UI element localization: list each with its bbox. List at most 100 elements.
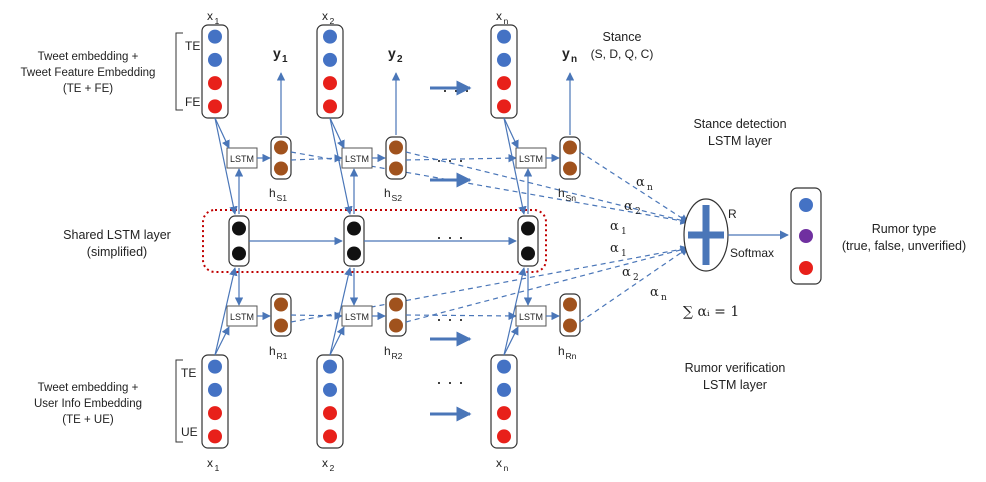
- lstm-label: LSTM: [519, 154, 543, 164]
- svg-text:LSTM layer: LSTM layer: [703, 378, 767, 392]
- input-label-bottom-sub: 1: [214, 463, 219, 473]
- vector-dot: [497, 406, 511, 421]
- ellipsis-shared: · · ·: [436, 227, 464, 247]
- alpha-2-bottom: α: [622, 265, 631, 280]
- alpha-sub: n: [647, 183, 653, 193]
- ue-label: UE: [181, 425, 198, 439]
- svg-text:Rumor verification: Rumor verification: [685, 361, 786, 375]
- rumor-hidden-label: h: [269, 344, 276, 358]
- vector-dot: [497, 382, 511, 397]
- input-to-shared: [503, 117, 527, 215]
- vector-dot: [323, 359, 337, 374]
- input-label-bottom: x: [496, 456, 502, 470]
- input-to-stance-lstm: [503, 117, 519, 149]
- input-to-shared: [329, 117, 353, 215]
- svg-text:User Info Embedding: User Info Embedding: [34, 398, 142, 410]
- stance-hidden-label: h: [269, 186, 276, 200]
- vector-dot: [563, 161, 577, 176]
- svg-text:Tweet Feature Embedding: Tweet Feature Embedding: [21, 67, 156, 79]
- vector-dot: [497, 76, 511, 91]
- attention-arrow-rumor: [405, 245, 689, 323]
- lstm-label: LSTM: [345, 154, 369, 164]
- alpha-sub: 1: [621, 227, 627, 237]
- vector-dot: [563, 297, 577, 312]
- vector-dot: [521, 221, 535, 236]
- stance-hidden-label-sub: S1: [276, 193, 287, 203]
- vector-dot: [323, 382, 337, 397]
- stance-recurrent-arrow: [405, 153, 517, 163]
- vector-dot: [521, 246, 535, 261]
- lstm-label: LSTM: [230, 312, 254, 322]
- lstm-label: LSTM: [230, 154, 254, 164]
- alpha-1-bottom: α: [610, 241, 619, 256]
- rumor-class-dot: [799, 198, 813, 212]
- lstm-label: LSTM: [519, 312, 543, 322]
- alpha-2-top: α: [624, 199, 633, 214]
- output-label-sub: 1: [282, 54, 288, 65]
- rumor-class-dot: [799, 229, 813, 243]
- vector-dot: [208, 52, 222, 67]
- fe-label: FE: [185, 95, 200, 109]
- vector-dot: [497, 359, 511, 374]
- vector-dot: [274, 161, 288, 176]
- vector-dot: [497, 29, 511, 44]
- alpha-sub: 2: [633, 273, 639, 283]
- stance-hidden-label-sub: Sn: [565, 193, 576, 203]
- svg-text:Stance detection: Stance detection: [693, 117, 786, 131]
- input-label-top-sub: 1: [214, 16, 219, 26]
- alpha-n-bottom: α: [650, 285, 659, 300]
- vector-dot: [347, 221, 361, 236]
- stance-hidden-label: h: [384, 186, 391, 200]
- vector-dot: [323, 52, 337, 67]
- input-label-top: x: [207, 9, 213, 23]
- input-to-stance-lstm: [214, 117, 230, 149]
- output-label-sub: 2: [397, 54, 403, 65]
- bottom-bracket: [175, 359, 183, 443]
- vector-dot: [389, 140, 403, 155]
- svg-text:LSTM layer: LSTM layer: [708, 134, 772, 148]
- top-bracket: [175, 32, 183, 111]
- input-label-bottom: x: [322, 456, 328, 470]
- vector-dot: [323, 99, 337, 114]
- user-info-embedding-label: Tweet embedding + User Info Embedding (T…: [34, 382, 142, 426]
- ellipsis-bottom: · · ·: [436, 372, 464, 392]
- input-to-shared-bottom: [214, 267, 238, 356]
- stance-title: Stance: [603, 30, 642, 44]
- output-label: y: [273, 45, 281, 61]
- rumor-hidden-label: h: [558, 344, 565, 358]
- vector-dot: [389, 161, 403, 176]
- svg-text:Shared LSTM layer: Shared LSTM layer: [63, 228, 171, 242]
- output-label-sub: n: [571, 54, 577, 65]
- shared-lstm-label: Shared LSTM layer (simplified): [63, 228, 171, 259]
- input-label-bottom-sub: n: [503, 463, 508, 473]
- stance-hidden-label: h: [558, 186, 565, 200]
- input-to-shared: [214, 117, 238, 215]
- svg-text:Tweet embedding +: Tweet embedding +: [38, 51, 139, 63]
- vector-dot: [323, 29, 337, 44]
- vector-dot: [208, 406, 222, 421]
- rumor-hidden-label-sub: R2: [391, 351, 402, 361]
- ellipsis-top: · · ·: [442, 80, 470, 100]
- svg-text:Tweet embedding +: Tweet embedding +: [38, 382, 139, 394]
- stance-recurrent-arrow: [290, 154, 343, 163]
- vector-dot: [274, 297, 288, 312]
- vector-dot: [323, 76, 337, 91]
- input-label-top-sub: n: [503, 16, 508, 26]
- te-label-bottom: TE: [181, 366, 196, 380]
- rumor-type-title: Rumor type: [872, 222, 937, 236]
- input-to-stance-lstm: [329, 117, 345, 149]
- output-label: y: [388, 45, 396, 61]
- vector-dot: [389, 318, 403, 333]
- vector-dot: [497, 99, 511, 114]
- stance-classes: (S, D, Q, C): [591, 47, 654, 61]
- input-label-top: x: [496, 9, 502, 23]
- vector-dot: [208, 76, 222, 91]
- vector-dot: [274, 140, 288, 155]
- rumor-recurrent-arrow: [290, 311, 343, 321]
- vector-dot: [323, 429, 337, 444]
- svg-text:(TE + UE): (TE + UE): [62, 414, 114, 426]
- shared-lstm-region: [202, 209, 547, 273]
- ellipsis-stance: · · ·: [436, 150, 464, 170]
- rumor-layer-label: Rumor verification LSTM layer: [685, 361, 786, 392]
